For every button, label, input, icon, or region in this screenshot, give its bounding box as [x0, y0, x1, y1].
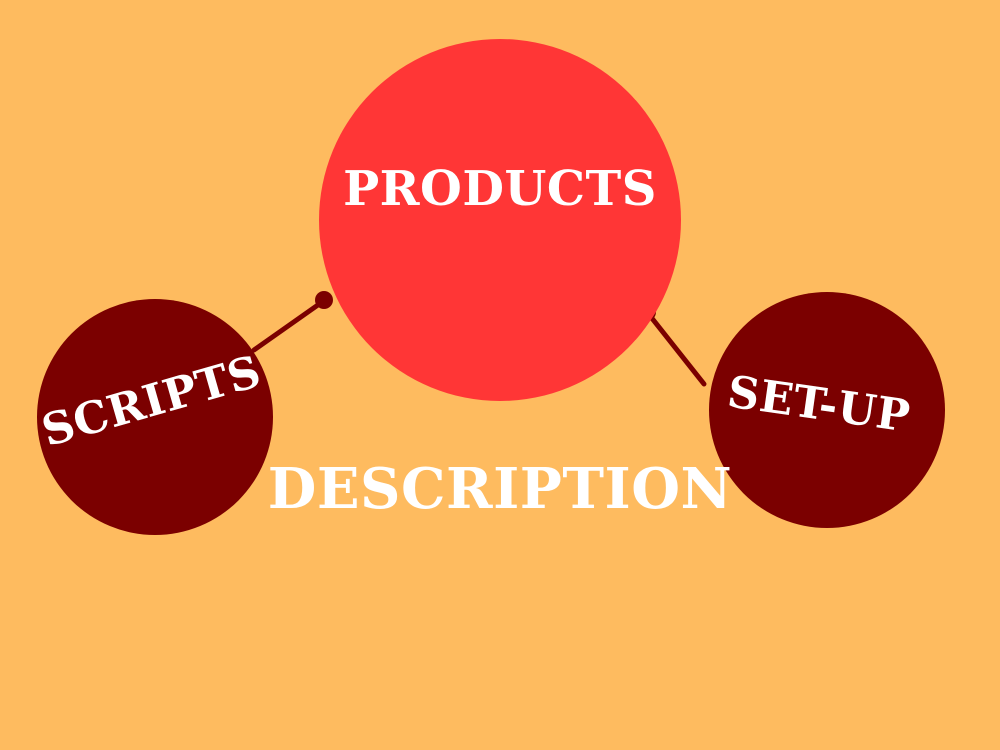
scripts-circle: SCRIPTS — [37, 299, 273, 535]
description-caption: DESCRIPTION — [267, 456, 733, 522]
products-label: PRODUCTS — [343, 161, 657, 217]
setup-label: SET-UP — [724, 365, 914, 443]
connector-dot-scripts — [315, 291, 333, 309]
scripts-label: SCRIPTS — [36, 345, 268, 457]
setup-circle: SET-UP — [709, 292, 945, 528]
connector-scripts — [251, 297, 328, 353]
connector-setup — [644, 309, 707, 387]
products-circle: PRODUCTS — [319, 39, 681, 401]
